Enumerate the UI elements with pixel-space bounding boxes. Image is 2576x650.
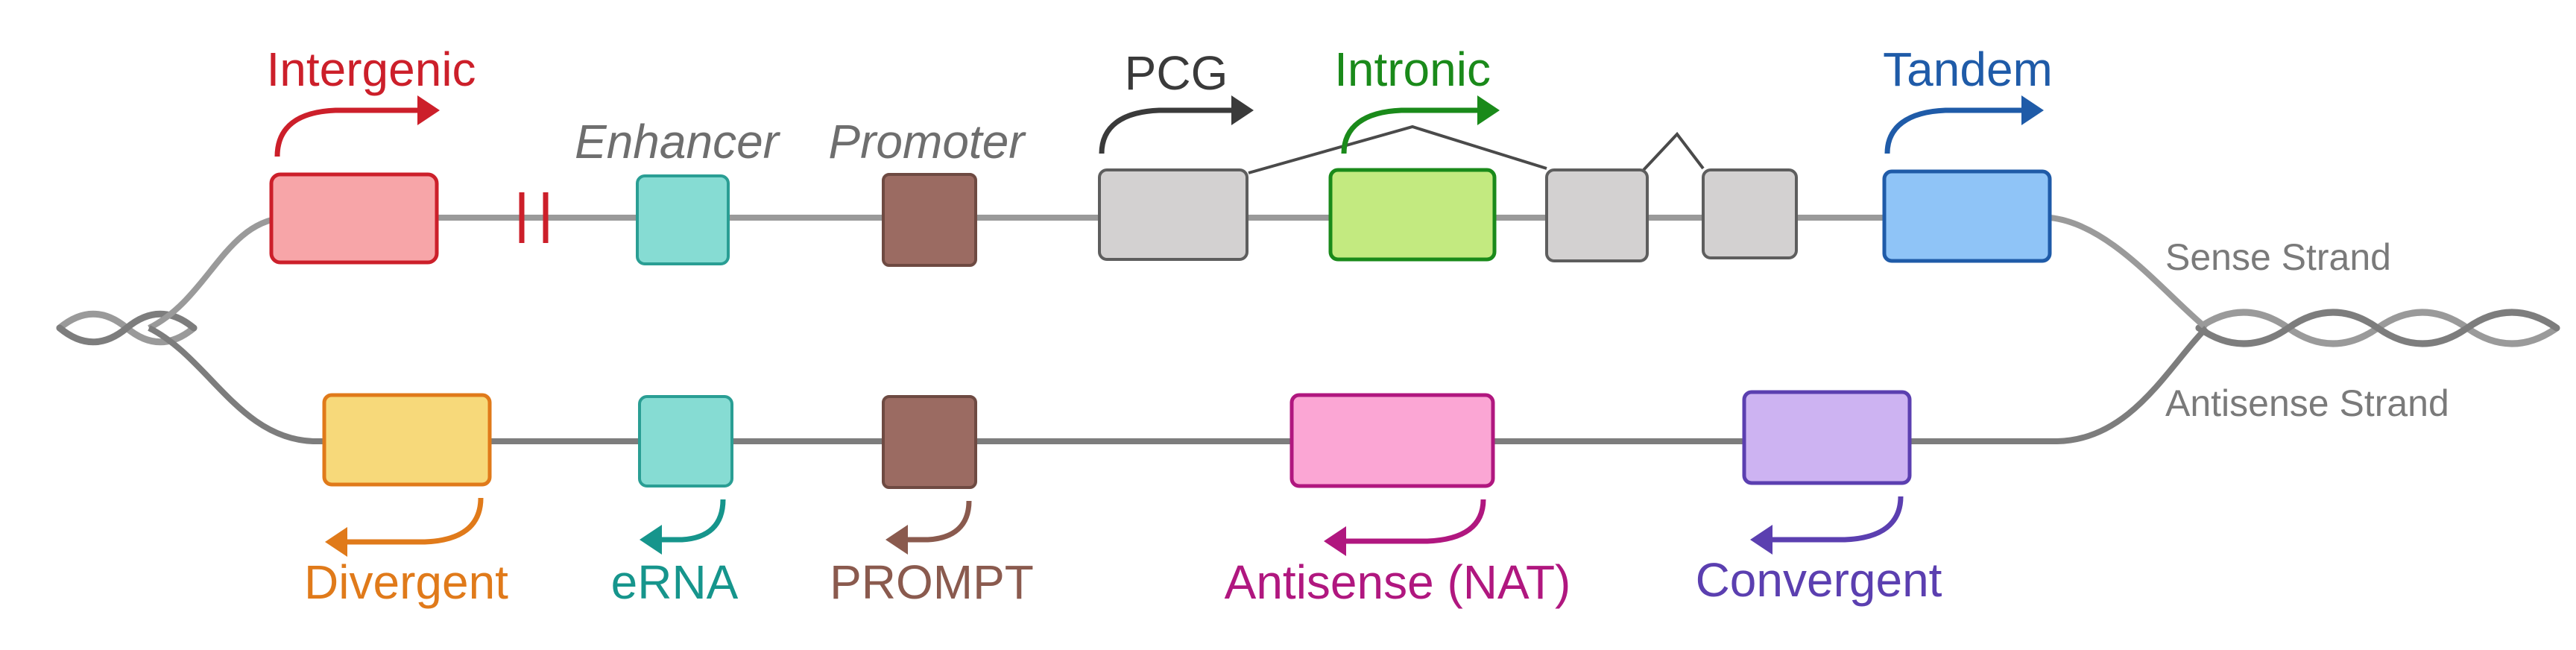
divergent-arrowhead — [325, 527, 347, 557]
pcg-exon-3 — [1702, 168, 1798, 259]
promoter-label: Promoter — [828, 115, 1026, 168]
tandem-transcript: Tandem — [1882, 42, 2053, 263]
erna-transcript: eRNA — [611, 395, 739, 609]
enhancer-label: Enhancer — [575, 115, 781, 168]
dna-helix-right — [2195, 309, 2560, 347]
convergent-transcript: Convergent — [1696, 390, 1942, 607]
pcg-arrowhead — [1231, 95, 1254, 125]
antisense-strand-label: Antisense Strand — [2165, 382, 2449, 424]
enhancer-element: Enhancer — [575, 115, 781, 265]
intronic-label: Intronic — [1334, 42, 1491, 96]
sense-strand-label: Sense Strand — [2165, 236, 2391, 278]
erna-arrow — [657, 499, 726, 543]
erna-arrowhead — [640, 525, 662, 555]
promoter-box — [882, 173, 977, 267]
antisense-nat-arrowhead — [1324, 526, 1346, 556]
antisense-nat-transcript: Antisense (NAT) — [1225, 393, 1571, 609]
prompt-transcript: PROMPT — [830, 395, 1034, 609]
intronic-arrowhead — [1477, 95, 1500, 125]
convergent-arrow — [1768, 496, 1904, 543]
antisense-nat-label: Antisense (NAT) — [1225, 555, 1571, 609]
strand-break-marks — [519, 192, 549, 243]
intergenic-arrowhead — [417, 95, 440, 125]
prompt-box — [882, 395, 977, 489]
enhancer-box — [636, 174, 730, 265]
intergenic-label: Intergenic — [266, 42, 476, 96]
tandem-arrowhead — [2021, 95, 2044, 125]
convergent-label: Convergent — [1696, 553, 1942, 607]
promoter-element: Promoter — [828, 115, 1026, 267]
splice-lines — [1248, 124, 1705, 174]
intronic-transcript: Intronic — [1328, 42, 1500, 262]
intergenic-transcript: Intergenic — [266, 42, 476, 265]
prompt-arrow — [903, 500, 972, 543]
intronic-box — [1328, 168, 1497, 262]
dna-helix-left — [56, 310, 198, 346]
antisense-nat-box — [1289, 393, 1495, 488]
pcg-exon-2 — [1545, 168, 1649, 262]
erna-label: eRNA — [611, 555, 739, 609]
antisense-nat-arrow — [1342, 499, 1486, 544]
pcg-label: PCG — [1125, 46, 1228, 100]
intergenic-arrow — [274, 107, 425, 157]
prompt-label: PROMPT — [830, 555, 1034, 609]
divergent-transcript: Divergent — [304, 393, 508, 609]
pcg-arrow — [1099, 107, 1237, 154]
pcg-gene: PCG — [1098, 46, 1798, 262]
divergent-arrow — [343, 497, 484, 545]
pcg-exon-1 — [1098, 168, 1248, 261]
convergent-arrowhead — [1750, 525, 1772, 555]
erna-box — [638, 395, 733, 488]
divergent-box — [322, 393, 492, 487]
prompt-arrowhead — [886, 525, 908, 555]
tandem-arrow — [1884, 107, 2027, 154]
tandem-label: Tandem — [1883, 42, 2053, 96]
tandem-box — [1882, 169, 2052, 263]
convergent-box — [1742, 390, 1912, 485]
intergenic-box — [269, 172, 439, 265]
divergent-label: Divergent — [304, 555, 508, 609]
antisense-strand-line — [148, 325, 2209, 444]
intronic-arrow — [1341, 107, 1483, 154]
